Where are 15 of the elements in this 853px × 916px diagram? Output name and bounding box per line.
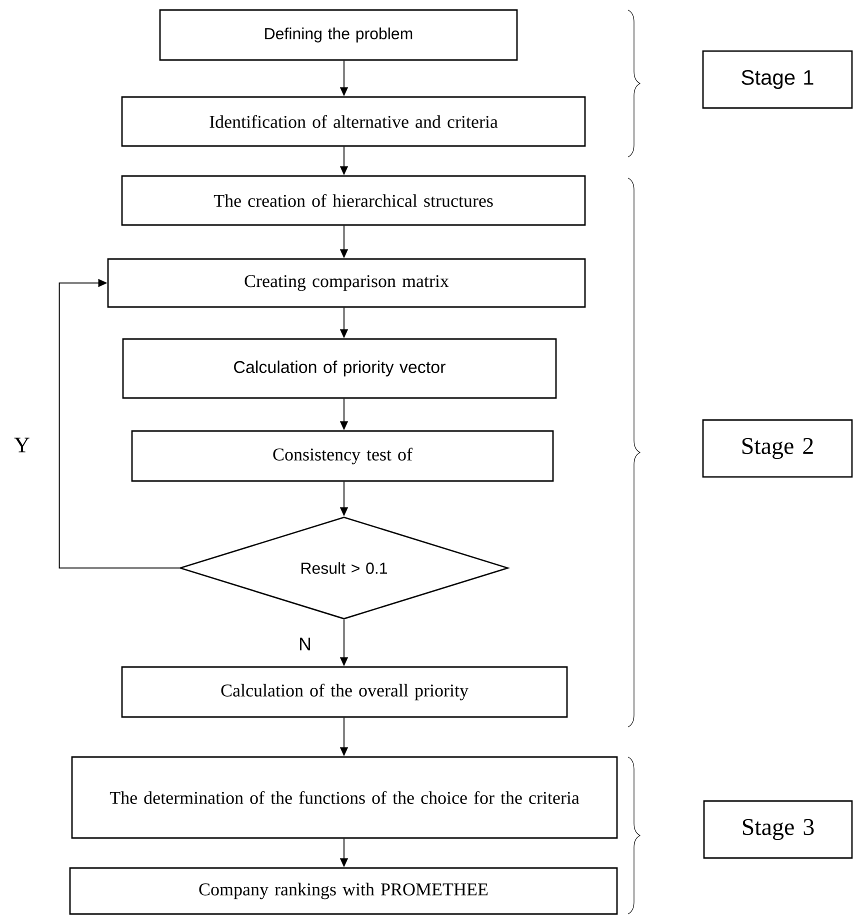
stage-box: Stage 2: [702, 419, 853, 478]
process-box: Consistency test of: [131, 430, 554, 482]
edge-label: N: [298, 636, 312, 652]
process-box: The determination of the functions of the choice for the criteria: [71, 756, 618, 839]
arrow: [58, 278, 180, 568]
process-box: Creating comparison matrix: [107, 258, 586, 308]
process-box: Defining the problem: [159, 9, 518, 61]
process-box: Company rankings with PROMETHEE: [69, 867, 618, 915]
process-box: The creation of hierarchical structures: [121, 175, 586, 226]
stage-box: Stage 3: [703, 800, 853, 859]
edge-label: Y: [13, 436, 31, 454]
stage-box: Stage 1: [702, 50, 853, 109]
process-box: Calculation of priority vector: [122, 338, 557, 399]
process-box: Identification of alternative and criteria: [121, 96, 586, 147]
process-box: Calculation of the overall priority: [121, 666, 568, 718]
